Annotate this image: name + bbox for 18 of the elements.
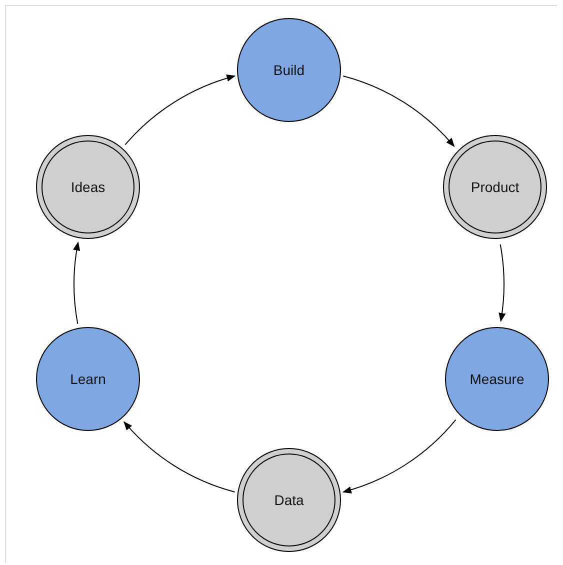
double-circle-node bbox=[237, 448, 341, 552]
node-label: Measure bbox=[470, 371, 524, 387]
arrow bbox=[342, 76, 455, 147]
node-label: Product bbox=[470, 179, 520, 195]
circle-node bbox=[36, 327, 140, 431]
double-circle-node bbox=[443, 135, 547, 239]
arrow bbox=[498, 244, 506, 322]
arrow bbox=[123, 421, 236, 492]
node-label: Learn bbox=[70, 371, 106, 387]
arrow bbox=[73, 242, 80, 324]
double-circle-node bbox=[36, 135, 140, 239]
arrow bbox=[124, 75, 236, 146]
arrow bbox=[342, 419, 456, 493]
circle-node bbox=[237, 18, 341, 122]
node-label: Build bbox=[273, 62, 305, 78]
circle-node bbox=[445, 327, 549, 431]
node-label: Data bbox=[274, 492, 304, 508]
node-label: Ideas bbox=[70, 179, 106, 195]
